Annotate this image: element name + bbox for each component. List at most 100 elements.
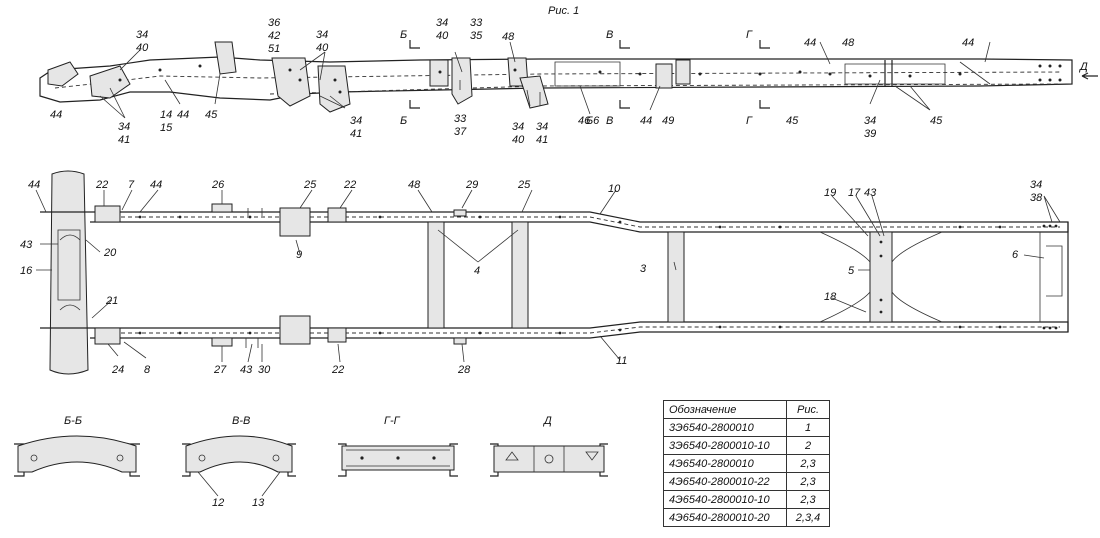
label: 43 [240,364,253,376]
section-bb: Б-Б [14,415,140,477]
label: 5 [848,265,855,277]
label: 8 [144,364,151,376]
section-gg: Г-Г [338,415,458,477]
label: 38 [1030,192,1043,204]
label: В [606,115,613,127]
table-row: 3Э6540-2800010 1 [663,418,830,437]
label: 48 [408,179,421,191]
label: 6 [1012,249,1019,261]
label: 14 [160,109,172,121]
label: 44 [962,37,974,49]
label: 33 [470,17,483,29]
label: 22 [343,179,356,191]
table-cell: 4Э6540-2800010-20 [663,508,787,527]
label: 7 [128,179,135,191]
label: 28 [457,364,471,376]
label: 37 [454,126,467,138]
label: 48 [502,31,515,43]
label: 26 [211,179,225,191]
label: 44 [150,179,162,191]
label: 34 [436,17,448,29]
label: 45 [205,109,218,121]
label: 48 [842,37,855,49]
side-view [39,40,1098,119]
label: 44 [804,37,816,49]
label: Б [400,29,407,41]
label: 21 [105,295,118,307]
label: 3 [640,263,647,275]
label: 40 [136,42,149,54]
label: Г [746,29,753,41]
label: 45 [786,115,799,127]
section-d: Д [490,415,608,477]
table-row: 4Э6540-2800010-20 2,3,4 [663,508,830,527]
label: 22 [95,179,108,191]
section-title: Г-Г [384,415,401,427]
label: 40 [436,30,449,42]
column-header: Рис. [786,400,830,419]
label: В [606,29,613,41]
label: 13 [252,497,265,509]
label: 44 [640,115,652,127]
table-cell: 4Э6540-2800010-22 [663,472,787,491]
label: 34 [864,115,876,127]
label: 43 [20,239,33,251]
label: 41 [536,134,548,146]
table-cell: 2 [786,436,830,455]
label: 24 [111,364,124,376]
label: 29 [465,179,478,191]
label: 35 [470,30,483,42]
table-cell: 4Э6540-2800010-10 [663,490,787,509]
label: 34 [316,29,328,41]
label: 15 [160,122,173,134]
label: 4 [474,265,480,277]
table-header: Обозначение Рис. [663,400,830,419]
column-header: Обозначение [663,400,787,419]
table-cell: 2,3 [786,454,830,473]
label: 9 [296,249,302,261]
label: 51 [268,43,280,55]
label: 11 [616,355,627,367]
table-row: 3Э6540-2800010-10 2 [663,436,830,455]
label: 34 [350,115,362,127]
label: 34 [536,121,548,133]
label: 22 [331,364,344,376]
table-row: 4Э6540-2800010 2,3 [663,454,830,473]
label: 34 [1030,179,1042,191]
label: 17 [848,187,861,199]
label: 45 [930,115,943,127]
label: 41 [350,128,362,140]
table-row: 4Э6540-2800010-22 2,3 [663,472,830,491]
label: 18 [824,291,837,303]
label: 34 [118,121,130,133]
section-title: Б-Б [64,415,82,427]
label: 36 [268,17,281,29]
label: 16 [20,265,33,277]
label: 25 [517,179,531,191]
label: Д [1078,61,1088,73]
table-cell: 3Э6540-2800010-10 [663,436,787,455]
label: 34 [512,121,524,133]
label: 12 [212,497,224,509]
table-cell: 4Э6540-2800010 [663,454,787,473]
section-title: Д [542,415,552,427]
table-row: 4Э6540-2800010-10 2,3 [663,490,830,509]
label: 44 [28,179,40,191]
label: 20 [103,247,117,259]
side-view-labels: 44 34 40 34 41 14 15 44 45 36 42 51 34 4… [50,17,1088,146]
label: 44 [177,109,189,121]
plan-view-labels: 44 7 44 22 43 16 20 21 24 8 26 25 9 22 2… [20,179,1043,376]
label: Г [746,115,753,127]
label: 30 [258,364,271,376]
label: 42 [268,30,280,42]
label: 41 [118,134,130,146]
label: 40 [512,134,525,146]
designation-table: Обозначение Рис. 3Э6540-2800010 1 3Э6540… [663,400,830,527]
label: 43 [864,187,877,199]
label: 10 [608,183,621,195]
label: 44 [50,109,62,121]
table-cell: 2,3,4 [786,508,830,527]
table-cell: 2,3 [786,490,830,509]
label: Б [400,115,407,127]
